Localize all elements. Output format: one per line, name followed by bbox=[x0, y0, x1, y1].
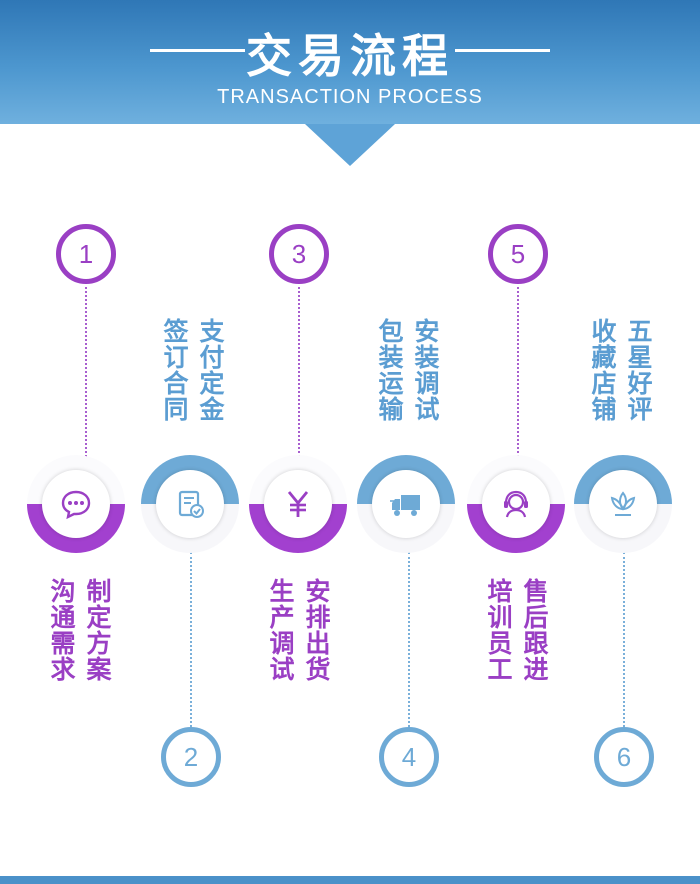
headset-support-icon bbox=[504, 490, 528, 518]
contract-check-icon bbox=[178, 490, 204, 518]
delivery-truck-icon bbox=[390, 495, 420, 516]
step-4-line-2: 包装运输 bbox=[375, 318, 404, 422]
title-rule-left bbox=[150, 49, 245, 52]
step-1-number: 1 bbox=[56, 224, 116, 284]
step-3-connector bbox=[298, 282, 300, 457]
step-1-line-1: 制定方案 bbox=[83, 578, 112, 682]
step-3-line-1: 安排出货 bbox=[302, 578, 331, 682]
header-banner bbox=[0, 0, 700, 124]
lotus-flower-icon bbox=[610, 491, 636, 516]
step-5-ring bbox=[467, 455, 565, 553]
step-6-connector bbox=[623, 552, 625, 727]
step-5-line-2: 培训员工 bbox=[484, 578, 513, 682]
step-6-text: 五星好评 收藏店铺 bbox=[588, 318, 653, 422]
chat-bubble-icon bbox=[61, 490, 91, 520]
step-2-text: 支付定金 签订合同 bbox=[160, 318, 225, 422]
step-2-ring bbox=[141, 455, 239, 553]
page-subtitle: TRANSACTION PROCESS bbox=[217, 86, 483, 108]
step-1-text: 制定方案 沟通需求 bbox=[47, 578, 112, 682]
step-6-line-2: 收藏店铺 bbox=[588, 318, 617, 422]
header-pointer bbox=[305, 124, 395, 166]
page-title: 交易流程 bbox=[246, 29, 454, 83]
yen-icon bbox=[287, 491, 309, 517]
step-3-text: 安排出货 生产调试 bbox=[266, 578, 331, 682]
step-4-text: 安装调试 包装运输 bbox=[375, 318, 440, 422]
step-6-number: 6 bbox=[594, 727, 654, 787]
step-2-line-1: 支付定金 bbox=[196, 318, 225, 422]
step-6-line-1: 五星好评 bbox=[624, 318, 653, 422]
step-3-ring bbox=[249, 455, 347, 553]
step-3-line-2: 生产调试 bbox=[266, 578, 295, 682]
step-2-line-2: 签订合同 bbox=[160, 318, 189, 422]
step-3-number: 3 bbox=[269, 224, 329, 284]
step-4-ring bbox=[357, 455, 455, 553]
step-5-line-1: 售后跟进 bbox=[520, 578, 549, 682]
step-5-connector bbox=[517, 282, 519, 457]
step-1-ring bbox=[27, 455, 125, 553]
step-6-ring bbox=[574, 455, 672, 553]
step-4-line-1: 安装调试 bbox=[411, 318, 440, 422]
step-5-text: 售后跟进 培训员工 bbox=[484, 578, 549, 682]
step-4-number: 4 bbox=[379, 727, 439, 787]
title-rule-right bbox=[455, 49, 550, 52]
step-2-number: 2 bbox=[161, 727, 221, 787]
footer-bar bbox=[0, 876, 700, 884]
step-5-number: 5 bbox=[488, 224, 548, 284]
step-2-connector bbox=[190, 552, 192, 727]
step-1-connector bbox=[85, 282, 87, 457]
step-1-line-2: 沟通需求 bbox=[47, 578, 76, 682]
step-4-connector bbox=[408, 552, 410, 727]
